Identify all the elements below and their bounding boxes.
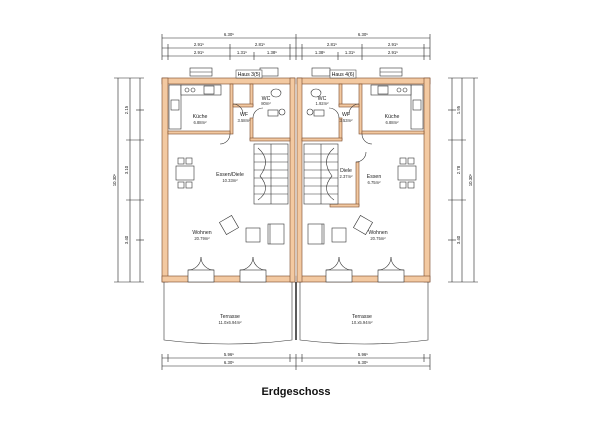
room-right-living-area: 20.75m² <box>370 236 386 241</box>
dim-left-seg-3: 3.40 <box>124 235 129 244</box>
dim-top-overall-right: 6.30⁵ <box>358 32 368 37</box>
left-doors <box>219 103 264 145</box>
right-dimensions: 10.30⁵ 1.95 2.78 3.40 <box>448 77 478 283</box>
dim-right-seg-1: 1.95 <box>456 105 461 114</box>
left-wc-fixtures <box>267 88 286 117</box>
room-right-dining-area: 6.75m² <box>367 180 381 185</box>
room-right-terrace-name: Terrasse <box>352 314 372 320</box>
right-wc-fixtures <box>306 88 325 117</box>
dim-left-overall: 10.30⁵ <box>112 174 117 187</box>
room-right-kitchen-area: 6.88m² <box>385 120 399 125</box>
dim-top-inner-right-b: 2.91⁵ <box>388 42 398 47</box>
room-left-terrace-area: 11.0x6.94m² <box>219 320 243 325</box>
room-left-hwr-area: 3.58m² <box>237 118 251 123</box>
room-right-kitchen-name: Küche <box>385 114 400 120</box>
right-kitchen-furniture <box>370 84 424 130</box>
left-living-furniture <box>219 215 285 245</box>
right-doors <box>328 103 373 163</box>
floor-title: Erdgeschoss <box>261 386 330 398</box>
left-dining-table <box>175 157 195 189</box>
room-labels-left: Küche 6.88m² WC 80m² WF 3.58m² Essen/Die… <box>192 96 271 325</box>
room-left-dining-name: Essen/Diele <box>216 172 244 178</box>
dim-top-inner-left-b: 2.81⁵ <box>255 42 265 47</box>
dim-top-overall-left: 6.30⁵ <box>224 32 234 37</box>
dim-right-seg-2: 2.78 <box>456 165 461 174</box>
room-right-dining-name: Essen <box>367 174 382 180</box>
room-right-hwr-area: 3.53m² <box>339 118 353 123</box>
windows-top <box>189 67 403 77</box>
right-living-furniture <box>307 215 373 245</box>
house-labels: Haus 3(5) Haus 4(6) <box>235 69 357 79</box>
room-left-wc-name: WC <box>262 96 271 102</box>
room-right-wc-name: WC <box>318 96 327 102</box>
room-right-diele-area: 2.37m² <box>339 174 353 179</box>
room-left-living-name: Wohnen <box>192 230 211 236</box>
dim-right-seg-3: 3.40 <box>456 235 461 244</box>
room-labels-right: Küche 6.88m² WC 1.92m² WF 3.53m² Diele 2… <box>315 96 399 325</box>
dim-top-inner-right-a: 2.81⁵ <box>327 42 337 47</box>
top-dimensions: 6.30⁵ 6.30⁵ 2.91⁵ 2.81⁵ 2.81⁵ 2.91⁵ 2.91… <box>161 32 431 60</box>
room-right-wc-area: 1.92m² <box>315 101 329 106</box>
room-right-diele-name: Diele <box>340 168 352 174</box>
dim-bottom-overall-right: 6.30⁵ <box>358 360 368 365</box>
terraces <box>163 282 429 345</box>
left-stair <box>253 143 289 205</box>
dim-top-sub-right-b: 1.31⁵ <box>345 50 355 55</box>
dim-left-seg-2: 3.10 <box>124 165 129 174</box>
bottom-dimensions: 5.96⁵ 5.96⁵ 6.30⁵ 6.30⁵ <box>161 352 431 370</box>
room-left-kitchen-area: 6.88m² <box>193 120 207 125</box>
dim-top-sub-right-c: 2.91⁵ <box>388 50 398 55</box>
dim-bottom-inner-left: 5.96⁵ <box>224 352 234 357</box>
interior-walls <box>167 83 425 208</box>
right-garden-doors <box>325 256 405 283</box>
dim-right-overall: 10.30⁵ <box>468 174 473 187</box>
dim-top-sub-left-a: 2.91⁵ <box>194 50 204 55</box>
right-stair <box>303 143 339 205</box>
room-left-living-area: 20.79m² <box>194 236 210 241</box>
dim-bottom-inner-right: 5.96⁵ <box>358 352 368 357</box>
dim-top-sub-left-c: 1.38⁵ <box>267 50 277 55</box>
house-label-right: Haus 4(6) <box>332 72 355 78</box>
room-right-hwr-name: WF <box>342 112 350 118</box>
dim-left-seg-1: 2.15 <box>124 105 129 114</box>
exterior-walls <box>161 77 431 283</box>
room-left-wc-area: 80m² <box>261 101 271 106</box>
left-kitchen-furniture <box>168 84 222 130</box>
house-label-left: Haus 3(5) <box>238 72 261 78</box>
dim-top-sub-right-a: 1.38⁵ <box>315 50 325 55</box>
room-right-terrace-area: 10.x5.94m² <box>352 320 374 325</box>
room-right-living-name: Wohnen <box>368 230 387 236</box>
left-garden-doors <box>187 256 267 283</box>
dim-top-sub-left-b: 1.31⁵ <box>237 50 247 55</box>
dim-bottom-overall-left: 6.30⁵ <box>224 360 234 365</box>
room-left-hwr-name: WF <box>240 112 248 118</box>
room-left-dining-area: 10.33m² <box>222 178 238 183</box>
room-left-kitchen-name: Küche <box>193 114 208 120</box>
room-left-terrace-name: Terrasse <box>220 314 240 320</box>
left-dimensions: 10.30⁵ 2.15 3.10 3.40 <box>112 77 144 283</box>
dim-top-inner-left-a: 2.91⁵ <box>194 42 204 47</box>
right-dining-table <box>397 157 417 189</box>
